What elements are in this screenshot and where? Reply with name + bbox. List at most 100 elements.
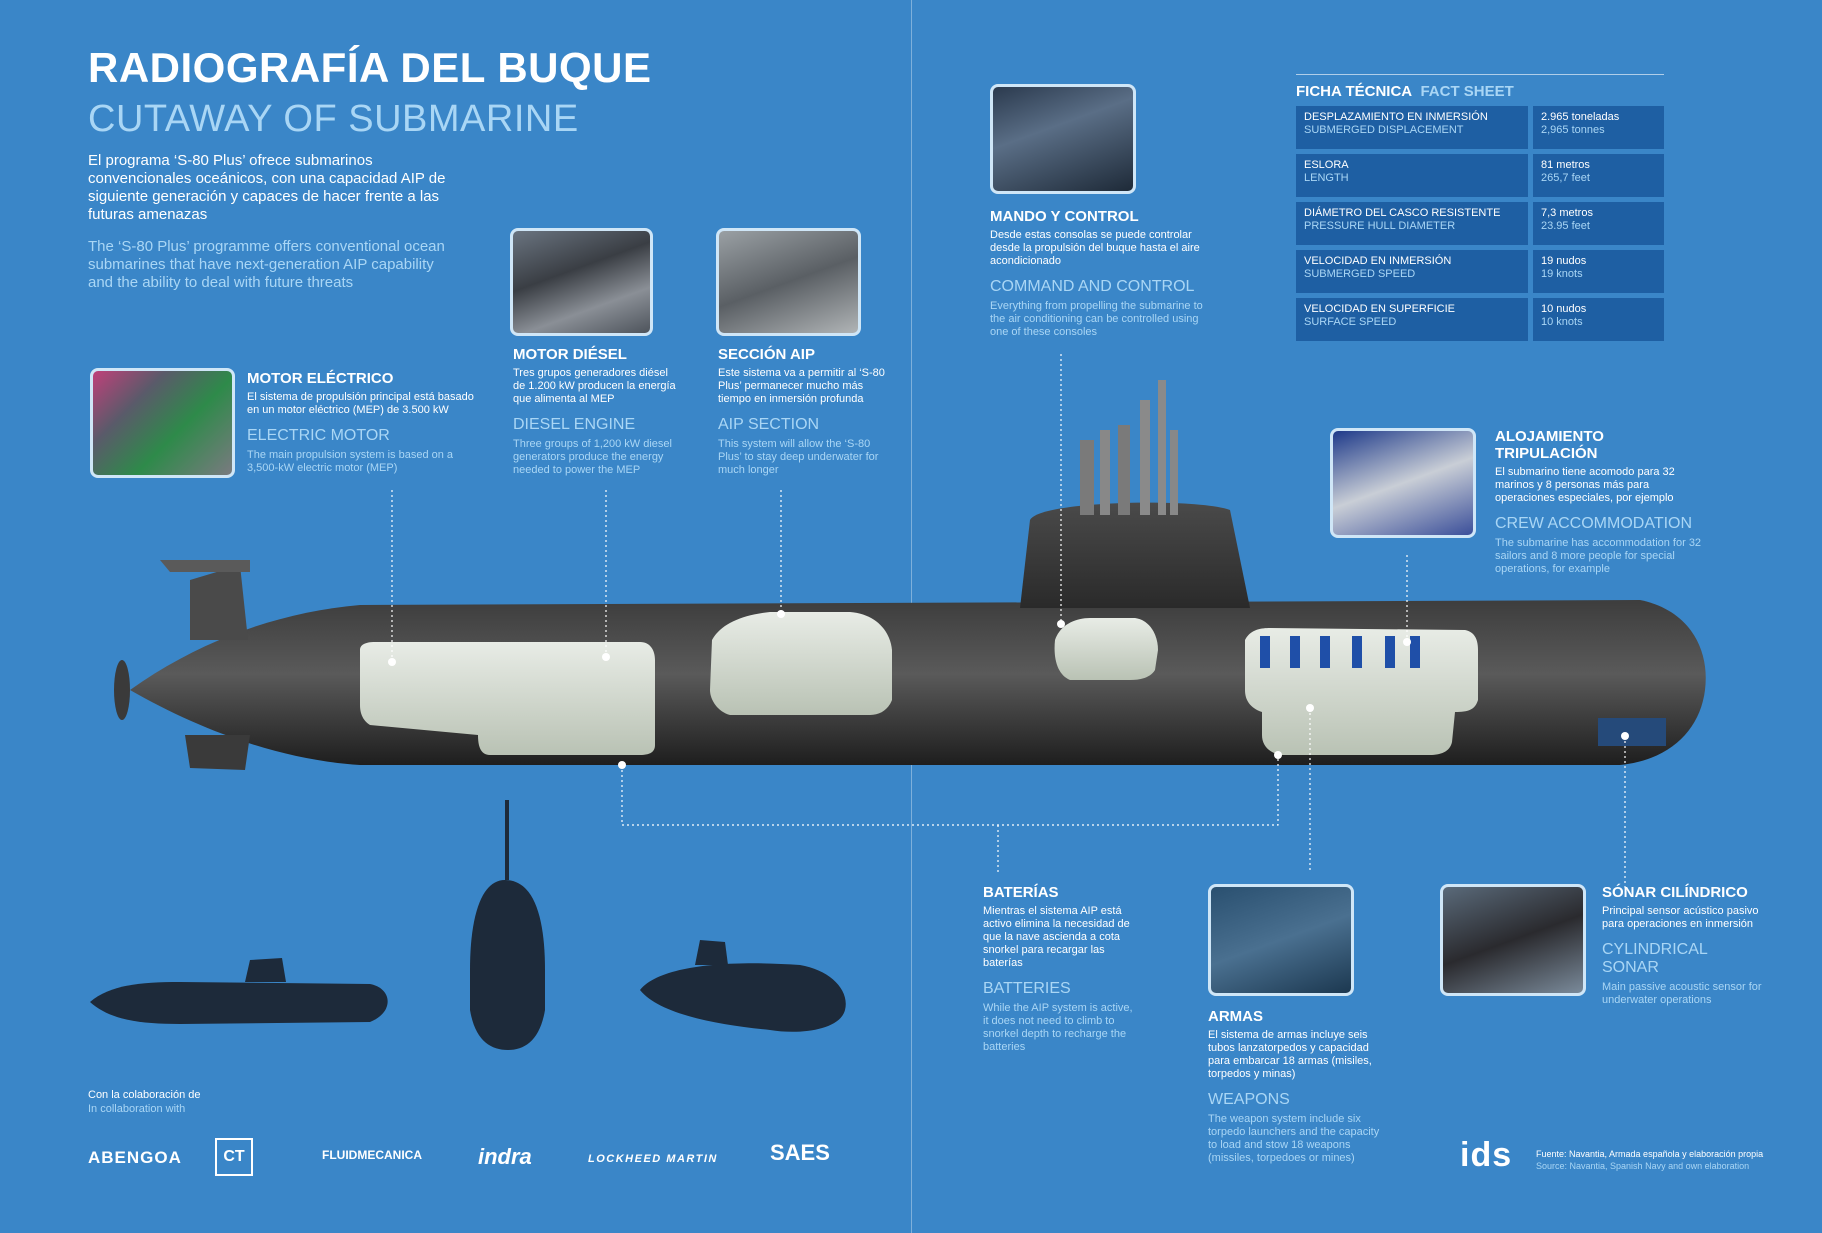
section-title-es: BATERÍAS (983, 884, 1059, 901)
marker-dot (1057, 620, 1065, 628)
section-text-en: Main passive acoustic sensor for underwa… (1602, 981, 1762, 1006)
fact-label-es: DESPLAZAMIENTO EN INMERSIÓN (1304, 111, 1488, 123)
photo-electric-motor (90, 368, 235, 478)
fact-label-en: LENGTH (1304, 172, 1349, 184)
logo-saes: SAES (770, 1140, 830, 1165)
mast-shape (1100, 430, 1110, 515)
mast-shape (1118, 425, 1130, 515)
section-text-es: Tres grupos generadores diésel de 1.200 … (513, 367, 676, 405)
fact-sheet-title-es: FICHA TÉCNICA (1296, 83, 1413, 100)
section-text-es: El sistema de propulsión principal está … (247, 391, 474, 416)
section-batteries: BATERÍAS Mientras el sistema AIP está ac… (983, 884, 1138, 1054)
section-crew-accommodation: ALOJAMIENTO TRIPULACIÓN El submarino tie… (1495, 428, 1705, 576)
section-title-es: MOTOR DIÉSEL (513, 346, 627, 363)
logo-fluidmecanica: FLUIDMECANICA (322, 1148, 422, 1162)
marker-dot (602, 653, 610, 661)
propeller-shape (114, 660, 130, 720)
silhouette-side (90, 982, 388, 1024)
fact-value-en: 10 knots (1541, 316, 1583, 328)
fact-sheet-title: FICHA TÉCNICA FACT SHEET (1296, 74, 1664, 106)
section-title-en: ELECTRIC MOTOR (247, 427, 390, 444)
cutaway-control (1054, 618, 1158, 680)
silhouette-three-quarter-sail (695, 940, 728, 965)
section-command-control: MANDO Y CONTROL Desde estas consolas se … (990, 208, 1205, 339)
section-title-en: AIP SECTION (718, 416, 820, 433)
mast-shape (1080, 440, 1094, 515)
fact-label-en: SUBMERGED SPEED (1304, 268, 1416, 280)
marker-dot (1274, 751, 1282, 759)
fact-label-es: VELOCIDAD EN SUPERFICIE (1304, 303, 1455, 315)
photo-diesel-engine (510, 228, 653, 336)
section-text-es: Desde estas consolas se puede controlar … (990, 229, 1200, 267)
photo-command-control (990, 84, 1136, 194)
fact-label-en: PRESSURE HULL DIAMETER (1304, 220, 1456, 232)
marker-dot (388, 658, 396, 666)
rudder-lower (185, 735, 250, 770)
section-aip: SECCIÓN AIP Este sistema va a permitir a… (718, 346, 893, 477)
fact-label-es: DIÁMETRO DEL CASCO RESISTENTE (1304, 207, 1501, 219)
section-text-es: Este sistema va a permitir al ‘S-80 Plus… (718, 367, 885, 405)
mast-shape (1158, 380, 1166, 515)
source-note: Fuente: Navantia, Armada española y elab… (1536, 1148, 1763, 1172)
section-text-en: The weapon system include six torpedo la… (1208, 1113, 1380, 1164)
section-title-es: MOTOR ELÉCTRICO (247, 370, 394, 387)
section-title-en: WEAPONS (1208, 1091, 1290, 1108)
logo-indra: indra (478, 1144, 532, 1169)
section-title-en: BATTERIES (983, 980, 1071, 997)
leader-baterias (621, 755, 1279, 826)
fact-sheet-title-en: FACT SHEET (1420, 83, 1514, 100)
collaboration-label: Con la colaboración de In collaboration … (88, 1088, 201, 1116)
section-title-es: SÓNAR CILÍNDRICO (1602, 884, 1748, 901)
marker-dot (1306, 704, 1314, 712)
logo-lockheed-martin: LOCKHEED MARTIN (588, 1153, 718, 1165)
marker-dot (1621, 732, 1629, 740)
page-title: RADIOGRAFÍA DEL BUQUE (88, 44, 652, 91)
section-text-en: While the AIP system is active, it does … (983, 1002, 1133, 1053)
mast-shape (1140, 400, 1150, 515)
source-es: Fuente: Navantia, Armada española y elab… (1536, 1149, 1764, 1159)
page-subtitle: CUTAWAY OF SUBMARINE (88, 98, 579, 140)
fact-value-es: 19 nudos (1541, 255, 1587, 267)
fact-label-es: ESLORA (1304, 159, 1349, 171)
section-text-en: Three groups of 1,200 kW diesel generato… (513, 438, 672, 476)
photo-weapons (1208, 884, 1354, 996)
section-title-es: ALOJAMIENTO TRIPULACIÓN (1495, 428, 1604, 462)
section-text-en: The main propulsion system is based on a… (247, 449, 454, 474)
silhouette-front-mast (505, 800, 509, 880)
section-title-en: CREW ACCOMMODATION (1495, 515, 1693, 532)
source-en: Source: Navantia, Spanish Navy and own e… (1536, 1161, 1750, 1171)
section-text-en: This system will allow the ‘S-80 Plus’ t… (718, 438, 879, 476)
section-title-en: COMMAND AND CONTROL (990, 278, 1195, 295)
photo-cylindrical-sonar (1440, 884, 1586, 996)
fact-value-es: 7,3 metros (1541, 207, 1593, 219)
fact-value-es: 2.965 toneladas (1541, 111, 1620, 123)
rudder-upper (190, 565, 248, 640)
section-text-es: El submarino tiene acomodo para 32 marin… (1495, 466, 1675, 504)
marker-dot (777, 610, 785, 618)
section-title-es: MANDO Y CONTROL (990, 208, 1139, 225)
photo-crew-accommodation (1330, 428, 1476, 538)
intro-text-en: The ‘S-80 Plus’ programme offers convent… (88, 238, 445, 291)
section-title-en: CYLINDRICAL SONAR (1602, 941, 1708, 976)
fact-value-es: 81 metros (1541, 159, 1590, 171)
section-diesel-engine: MOTOR DIÉSEL Tres grupos generadores dié… (513, 346, 678, 477)
fact-value-es: 10 nudos (1541, 303, 1587, 315)
cutaway-aip (710, 612, 892, 715)
fact-label-es: VELOCIDAD EN INMERSIÓN (1304, 255, 1452, 267)
section-title-es: SECCIÓN AIP (718, 346, 815, 363)
section-title-es: ARMAS (1208, 1008, 1263, 1025)
fact-sheet: FICHA TÉCNICA FACT SHEET DESPLAZAMIENTO … (1296, 74, 1664, 346)
section-weapons: ARMAS El sistema de armas incluye seis t… (1208, 1008, 1388, 1165)
section-title-en: DIESEL ENGINE (513, 416, 636, 433)
logo-abengoa: ABENGOA (88, 1148, 182, 1167)
section-text-es: Principal sensor acústico pasivo para op… (1602, 905, 1759, 930)
section-text-en: The submarine has accommodation for 32 s… (1495, 537, 1702, 575)
fact-value-en: 19 knots (1541, 268, 1583, 280)
collab-es: Con la colaboración de (88, 1089, 201, 1101)
cutaway-motor-diesel (360, 642, 655, 755)
